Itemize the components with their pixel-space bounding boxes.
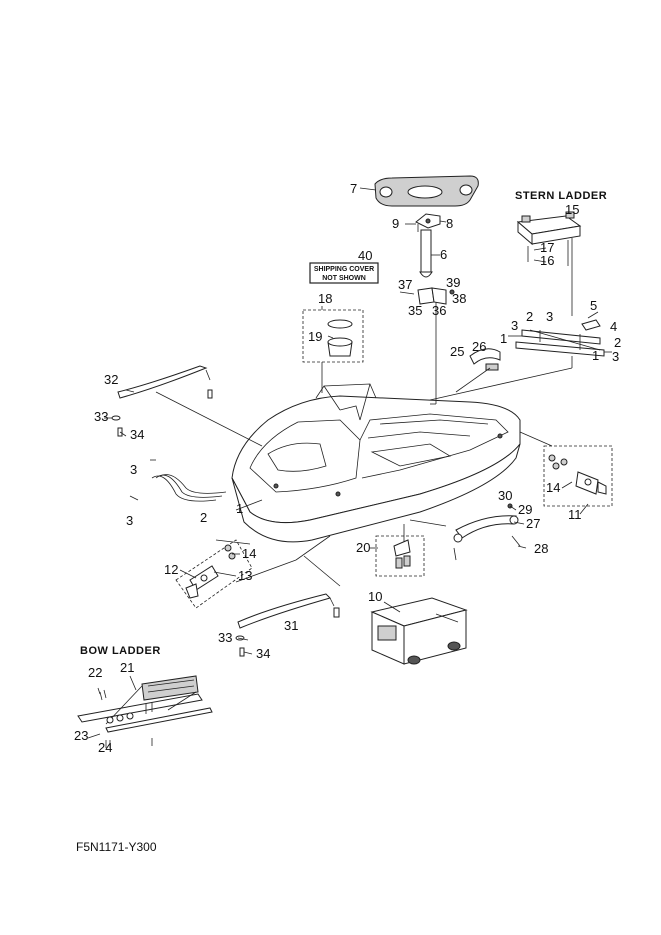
callout-29: 29: [518, 502, 532, 517]
callout-13: 13: [238, 568, 252, 583]
stern-ladder: [516, 211, 582, 266]
callout-labels: 7 9 8 6 40 15 17 16 37 39 38 35 36 18 19…: [74, 181, 621, 755]
callout-9: 9: [392, 216, 399, 231]
callout-11: 11: [568, 507, 582, 522]
callout-3e: 3: [126, 513, 133, 528]
callout-6: 6: [440, 247, 447, 262]
callout-17: 17: [540, 240, 554, 255]
part-18-19-cupholder: [302, 309, 364, 363]
note-line-2: NOT SHOWN: [322, 275, 366, 282]
callout-39: 39: [446, 275, 460, 290]
note-line-1: SHIPPING COVER: [314, 266, 374, 273]
part-25-26-handle: [469, 348, 501, 371]
callout-21: 21: [120, 660, 134, 675]
callout-38: 38: [452, 291, 466, 306]
stern-ladder-heading: STERN LADDER: [515, 190, 607, 202]
callout-40: 40: [358, 248, 372, 263]
callout-33b: 33: [218, 630, 232, 645]
callout-3b: 3: [511, 318, 518, 333]
callout-22: 22: [88, 665, 102, 680]
callout-14b: 14: [242, 546, 256, 561]
callout-37: 37: [398, 277, 412, 292]
callout-26: 26: [472, 339, 486, 354]
callout-23: 23: [74, 728, 88, 743]
part-4-5-bracket: [581, 311, 601, 331]
part-12-13-14-cleat: [175, 539, 253, 609]
part-11-14-cleat: [543, 445, 613, 507]
callout-30: 30: [498, 488, 512, 503]
part-31-rail: [235, 593, 340, 657]
callout-33a: 33: [94, 409, 108, 424]
part-2-trim: [129, 459, 227, 502]
callout-34a: 34: [130, 427, 144, 442]
callout-4: 4: [610, 319, 617, 334]
callout-1a: 1: [500, 331, 507, 346]
part-35-36-mount: [399, 287, 455, 305]
callout-24: 24: [98, 740, 112, 755]
callout-3d: 3: [130, 462, 137, 477]
callout-34b: 34: [256, 646, 270, 661]
part-27-grab-handle: [453, 503, 521, 561]
callout-2a: 2: [526, 309, 533, 324]
callout-14a: 14: [546, 480, 560, 495]
part-20-switch: [375, 535, 425, 577]
callout-31: 31: [284, 618, 298, 633]
part-7-table-top: [374, 175, 479, 207]
stern-rail-assembly: [515, 329, 605, 357]
callout-10: 10: [368, 589, 382, 604]
part-6-pedestal: [419, 229, 433, 278]
callout-20: 20: [356, 540, 370, 555]
callout-5: 5: [590, 298, 597, 313]
callout-1c: 1: [236, 501, 243, 516]
callout-3c: 3: [612, 349, 619, 364]
shipping-cover-note: SHIPPING COVER NOT SHOWN: [309, 262, 379, 284]
callout-32: 32: [104, 372, 118, 387]
part-8-9-bracket: [415, 213, 441, 232]
callout-18: 18: [318, 291, 332, 306]
callout-2c: 2: [200, 510, 207, 525]
callout-12: 12: [164, 562, 178, 577]
callout-19: 19: [308, 329, 322, 344]
callout-3a: 3: [546, 309, 553, 324]
bow-ladder-heading: BOW LADDER: [80, 645, 161, 657]
callout-28: 28: [534, 541, 548, 556]
bow-ladder: [77, 675, 213, 748]
callout-7: 7: [350, 181, 357, 196]
part-10-cooler: [370, 597, 468, 665]
callout-36: 36: [432, 303, 446, 318]
part-32-rail: [111, 365, 213, 437]
callout-15: 15: [565, 202, 579, 217]
callout-16: 16: [540, 253, 554, 268]
callout-2b: 2: [614, 335, 621, 350]
boat-hull: [231, 383, 521, 543]
callout-leaders: [87, 389, 589, 748]
callout-8: 8: [446, 216, 453, 231]
callout-1b: 1: [592, 348, 599, 363]
callout-25: 25: [450, 344, 464, 359]
callout-35: 35: [408, 303, 422, 318]
callout-27: 27: [526, 516, 540, 531]
figure-code: F5N1171-Y300: [76, 840, 157, 854]
